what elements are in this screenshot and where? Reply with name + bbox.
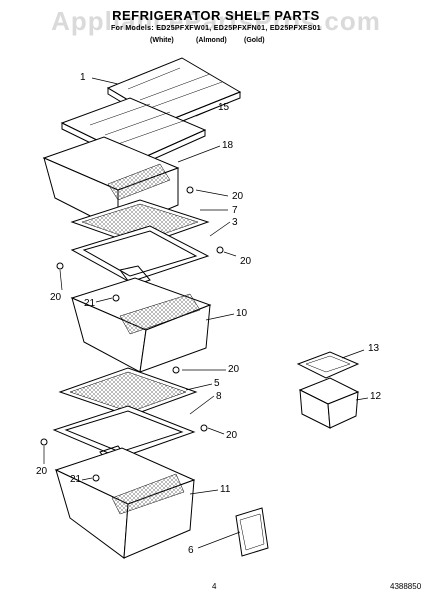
callout-11: 11 <box>220 484 231 495</box>
callout-6: 6 <box>188 545 194 556</box>
callout-12: 12 <box>370 391 382 402</box>
callout-20-f: 20 <box>36 466 48 477</box>
part-13-lid <box>296 351 360 379</box>
screw-21b <box>92 474 100 482</box>
screw-21a <box>112 294 120 302</box>
callout-10: 10 <box>236 308 248 319</box>
screw-20a <box>186 186 194 194</box>
callout-20-e: 20 <box>226 430 238 441</box>
callout-21-b: 21 <box>70 474 82 485</box>
callout-15: 15 <box>218 102 230 113</box>
callout-3: 3 <box>232 217 238 228</box>
callout-21-a: 21 <box>84 298 96 309</box>
model-numbers: For Models: ED25PFXFW01, ED25PFXFN01, ED… <box>111 25 321 32</box>
part-number: 4388850 <box>390 582 422 591</box>
callout-5: 5 <box>214 378 220 389</box>
screw-20c <box>56 262 64 270</box>
finish-almond: (Almond) <box>196 37 227 44</box>
screw-20d <box>172 366 180 374</box>
callout-20-d: 20 <box>228 364 240 375</box>
part-10-drawer <box>70 277 212 373</box>
part-5-glass-panel <box>58 367 198 417</box>
callout-20-b: 20 <box>240 256 252 267</box>
part-3-frame <box>70 225 210 287</box>
screw-20e <box>200 424 208 432</box>
callout-18: 18 <box>222 140 234 151</box>
watermark: AppliancePartsPros.com <box>51 6 381 36</box>
screw-20b <box>216 246 224 254</box>
callout-8: 8 <box>216 391 222 402</box>
part-11-drawer <box>54 447 196 559</box>
finish-gold: (Gold) <box>244 37 265 44</box>
page-title: REFRIGERATOR SHELF PARTS <box>112 8 320 23</box>
callout-20-c: 20 <box>50 292 62 303</box>
callout-20-a: 20 <box>232 191 244 202</box>
callout-7: 7 <box>232 205 238 216</box>
callout-1: 1 <box>80 72 86 83</box>
part-12-bin <box>298 377 360 429</box>
finish-white: (White) <box>150 37 174 44</box>
part-6-label <box>235 507 269 557</box>
callout-13: 13 <box>368 343 380 354</box>
screw-20f <box>40 438 48 446</box>
page-number: 4 <box>212 582 217 591</box>
